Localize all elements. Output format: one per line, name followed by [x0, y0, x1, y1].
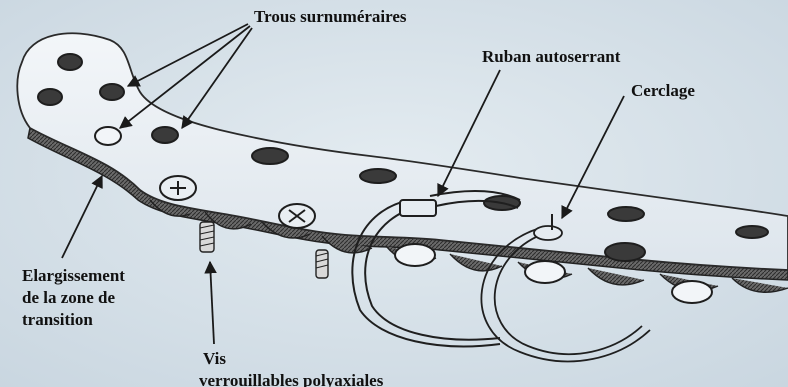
label-vis-line-2: verrouillables polyaxiales — [199, 370, 383, 387]
label-vis-line-1: Vis — [203, 348, 383, 370]
label-vis-verrouillables: Vis verrouillables polyaxiales — [203, 348, 383, 387]
label-elargissement-line-1: Elargissement — [22, 265, 125, 287]
label-trous-surnumeraires: Trous surnuméraires — [254, 6, 407, 28]
label-elargissement-line-3: transition — [22, 309, 125, 331]
label-cerclage: Cerclage — [631, 80, 695, 102]
label-elargissement: Elargissement de la zone de transition — [22, 265, 125, 331]
label-elargissement-line-2: de la zone de — [22, 287, 125, 309]
label-ruban-autoserrant: Ruban autoserrant — [482, 46, 620, 68]
